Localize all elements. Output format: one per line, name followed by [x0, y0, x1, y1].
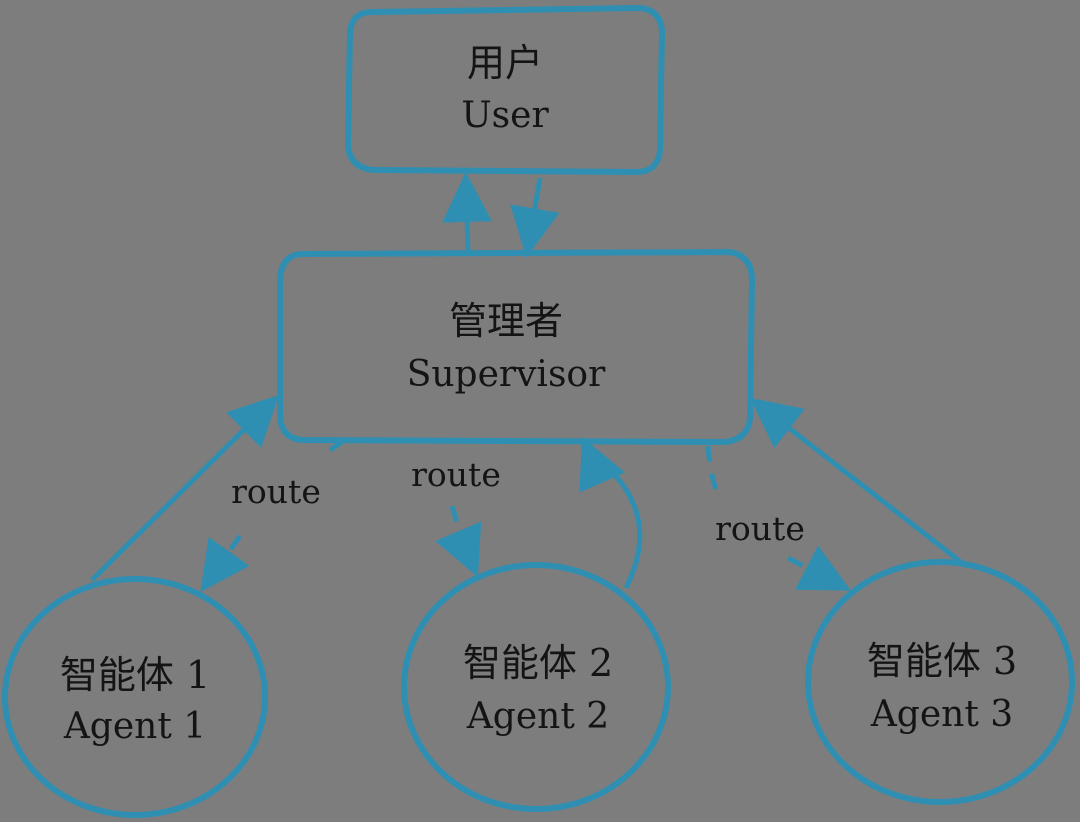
- supervisor-box: [277, 249, 755, 445]
- edge-agent-3-to-supervisor: [750, 397, 968, 568]
- node-user: 用户 User: [345, 5, 665, 175]
- agent-2-circle: [401, 562, 671, 812]
- edge-supervisor-to-agent-3: [705, 445, 721, 497]
- agent-2-label-en: Agent 2: [466, 696, 609, 737]
- route-label-agent-3: route: [715, 509, 805, 548]
- supervisor-label-en: Supervisor: [407, 354, 606, 395]
- edge-supervisor-to-user: [442, 172, 493, 255]
- node-agent-3: 智能体 3 Agent 3: [805, 559, 1075, 805]
- agent-1-circle: [2, 576, 268, 818]
- edge-supervisor-to-agent-1: [206, 439, 344, 584]
- route-label-agent-1: route: [231, 472, 321, 511]
- node-agent-1: 智能体 1 Agent 1: [2, 576, 268, 818]
- agent-1-label-en: Agent 1: [63, 706, 206, 747]
- node-supervisor: 管理者 Supervisor: [277, 249, 755, 445]
- agent-1-label-cn: 智能体 1: [60, 653, 210, 697]
- edge-agent-1-to-supervisor: [90, 394, 280, 582]
- user-label-en: User: [461, 95, 549, 136]
- user-box: [345, 5, 665, 175]
- edge-agent-2-to-supervisor: [579, 436, 643, 590]
- user-label-cn: 用户: [467, 41, 543, 85]
- agent-3-circle: [805, 559, 1075, 805]
- agent-2-label-cn: 智能体 2: [463, 641, 613, 685]
- edge-supervisor-to-agent-2: [435, 505, 482, 578]
- supervisor-label-cn: 管理者: [449, 299, 563, 343]
- route-label-agent-2: route: [411, 455, 501, 494]
- node-agent-2: 智能体 2 Agent 2: [401, 562, 671, 812]
- edge-supervisor-to-agent-3-tip: [786, 545, 851, 591]
- edge-user-to-supervisor: [510, 177, 560, 258]
- agent-3-label-cn: 智能体 3: [867, 639, 1017, 683]
- agent-3-label-en: Agent 3: [870, 694, 1013, 735]
